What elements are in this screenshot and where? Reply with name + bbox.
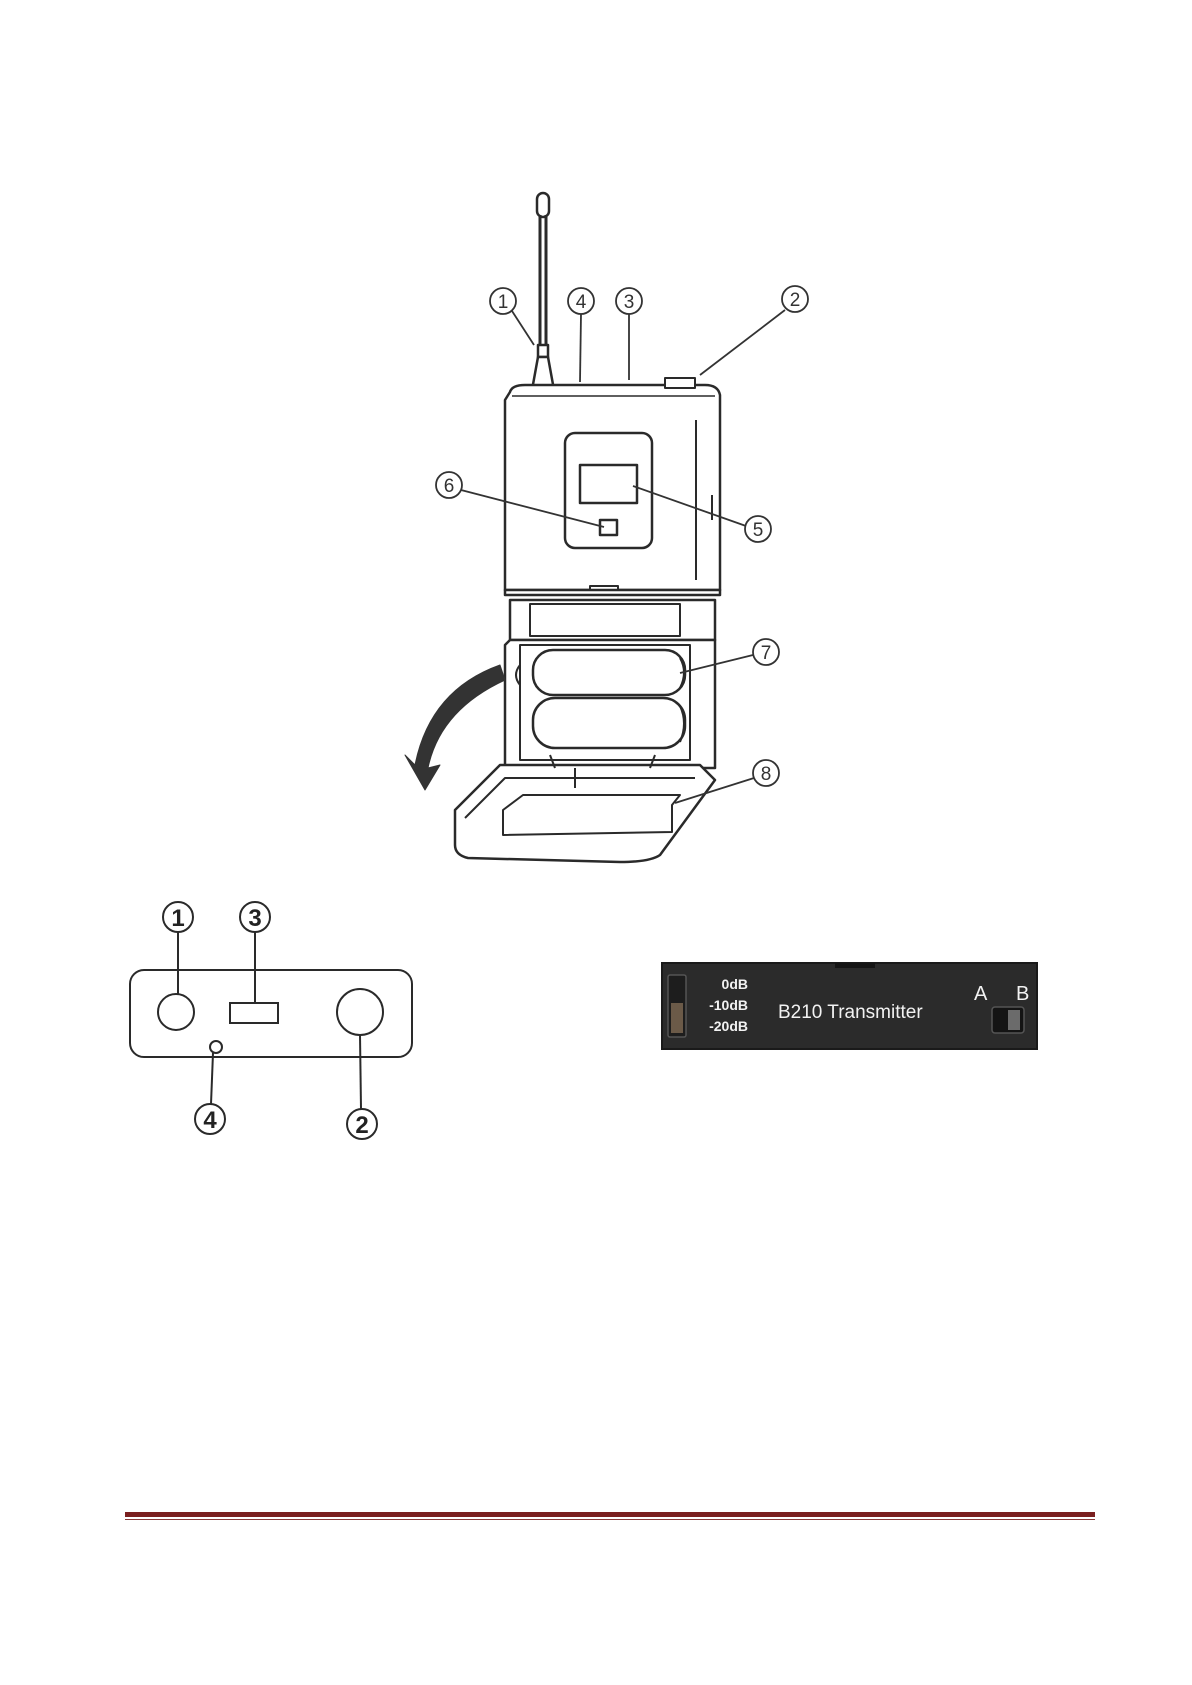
callout-battery: 7 bbox=[761, 643, 772, 664]
callout-button: 6 bbox=[444, 476, 455, 497]
top-panel-outline bbox=[130, 970, 412, 1057]
panel-callout-input-jack: 2 bbox=[355, 1112, 368, 1139]
callout-power-switch: 2 bbox=[790, 290, 801, 311]
callout-lid: 8 bbox=[761, 764, 772, 785]
callout-top-4: 4 bbox=[576, 292, 587, 313]
open-lid-arrow bbox=[405, 665, 505, 790]
level-minus10db: -10dB bbox=[709, 997, 748, 1013]
panel-callout-led: 4 bbox=[203, 1107, 217, 1134]
transmitter-body bbox=[505, 378, 720, 595]
transmitter-illustration bbox=[405, 193, 720, 862]
level-minus20db: -20dB bbox=[709, 1018, 748, 1034]
callout-display: 5 bbox=[753, 520, 764, 541]
antenna bbox=[532, 193, 554, 390]
battery-top bbox=[533, 650, 685, 695]
display-bezel bbox=[565, 433, 652, 548]
battery-lid bbox=[455, 755, 715, 862]
panel-callout-antenna: 1 bbox=[171, 905, 184, 932]
attenuation-switch-knob bbox=[671, 1003, 683, 1033]
level-0db: 0dB bbox=[722, 976, 748, 992]
panel-callout-power-switch: 3 bbox=[248, 905, 261, 932]
channel-switch-knob bbox=[1008, 1010, 1020, 1030]
channel-b-label: B bbox=[1016, 983, 1029, 1005]
top-panel-diagram bbox=[130, 902, 412, 1139]
callout-antenna: 1 bbox=[498, 292, 509, 313]
battery-compartment bbox=[505, 600, 715, 768]
model-label: B210 Transmitter bbox=[778, 1002, 923, 1023]
battery-bottom bbox=[533, 698, 685, 748]
channel-a-label: A bbox=[974, 983, 988, 1005]
footer-rule bbox=[125, 1512, 1095, 1520]
callout-input-jack: 3 bbox=[624, 292, 635, 313]
